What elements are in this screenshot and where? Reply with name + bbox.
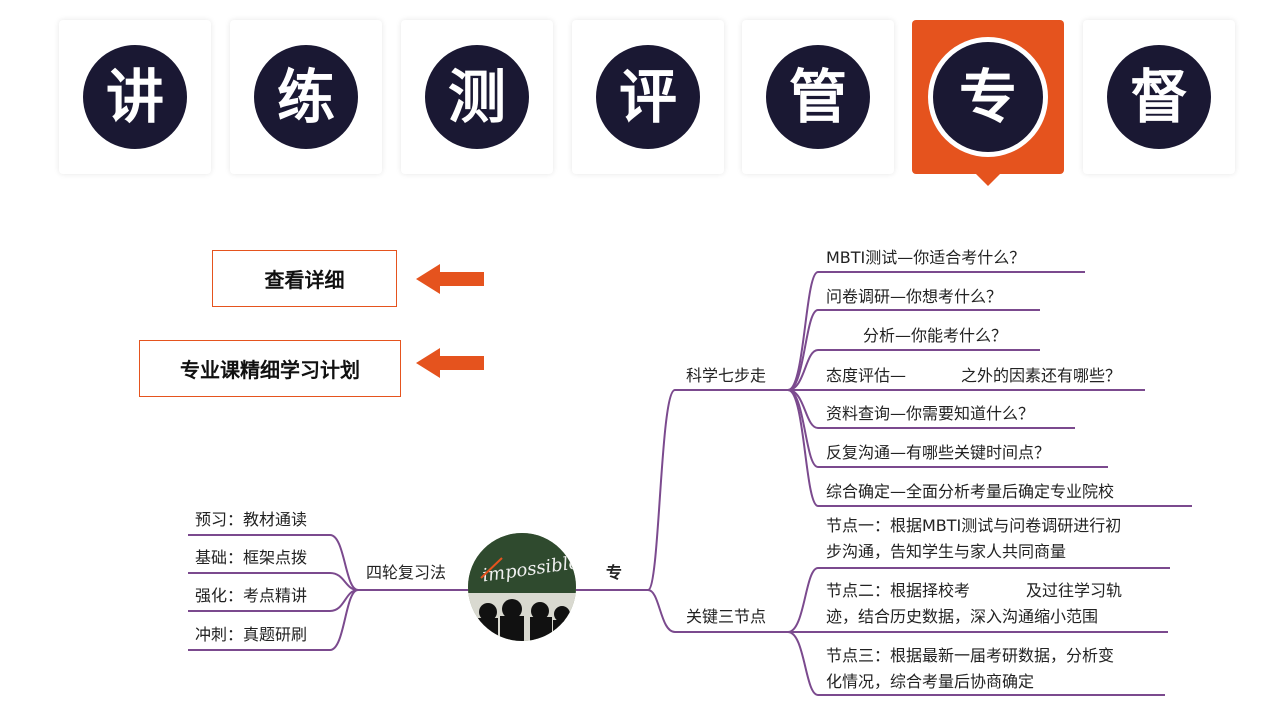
left-item: 基础：框架点拨 [195, 548, 307, 567]
step-item: 反复沟通—有哪些关键时间点？ [826, 443, 1050, 462]
arrow-left-icon [416, 264, 484, 294]
tab-specialty-label: 专 [933, 42, 1043, 152]
tab-lecture[interactable]: 讲 [59, 20, 211, 174]
tab-supervise-label: 督 [1107, 45, 1211, 149]
left-item: 强化：考点精讲 [195, 586, 307, 605]
center-label: 专 [606, 563, 622, 582]
node-item-line: 节点二：根据择校考 [826, 581, 970, 600]
node-item-line: 及过往学习轨 [1026, 581, 1122, 600]
tab-manage-label: 管 [766, 45, 870, 149]
seven-steps-label: 科学七步走 [686, 366, 766, 385]
step-item: 综合确定—全面分析考量后确定专业院校 [826, 482, 1114, 501]
step-item: MBTI测试—你适合考什么？ [826, 248, 1025, 267]
step-item: 态度评估— [826, 366, 906, 385]
step-item: 分析—你能考什么？ [863, 326, 1007, 345]
study-plan-button[interactable]: 专业课精细学习计划 [139, 340, 401, 397]
tab-specialty[interactable]: 专 [912, 20, 1064, 186]
node-item-line: 步沟通，告知学生与家人共同商量 [826, 542, 1066, 561]
step-item: 之外的因素还有哪些？ [961, 366, 1121, 385]
step-item: 资料查询—你需要知道什么？ [826, 404, 1034, 423]
node-item-line: 化情况，综合考量后协商确定 [826, 672, 1034, 691]
tab-test-label: 测 [425, 45, 529, 149]
tab-evaluate-label: 评 [596, 45, 700, 149]
tab-practice-label: 练 [254, 45, 358, 149]
tab-manage[interactable]: 管 [742, 20, 894, 174]
left-branch-label: 四轮复习法 [366, 563, 446, 582]
left-item: 预习：教材通读 [195, 510, 307, 529]
tab-test[interactable]: 测 [401, 20, 553, 174]
node-item-line: 节点一：根据MBTI测试与问卷调研进行初 [826, 516, 1121, 535]
left-item: 冲刺：真题研刷 [195, 625, 307, 644]
node-item-line: 节点三：根据最新一届考研数据，分析变 [826, 646, 1114, 665]
right-branch-lines [575, 271, 1192, 696]
tab-lecture-label: 讲 [83, 45, 187, 149]
tab-practice[interactable]: 练 [230, 20, 382, 174]
node-item-line: 迹，结合历史数据，深入沟通缩小范围 [826, 607, 1098, 626]
left-branch-lines [188, 534, 470, 651]
key-nodes-label: 关键三节点 [686, 607, 766, 626]
tab-supervise[interactable]: 督 [1083, 20, 1235, 174]
arrow-left-icon [416, 348, 484, 378]
view-detail-button[interactable]: 查看详细 [212, 250, 397, 307]
feature-tabs: 讲 练 测 评 管 专 督 [0, 0, 1276, 200]
tab-evaluate[interactable]: 评 [572, 20, 724, 174]
step-item: 问卷调研—你想考什么？ [826, 287, 1002, 306]
center-image: impossible [468, 533, 576, 641]
